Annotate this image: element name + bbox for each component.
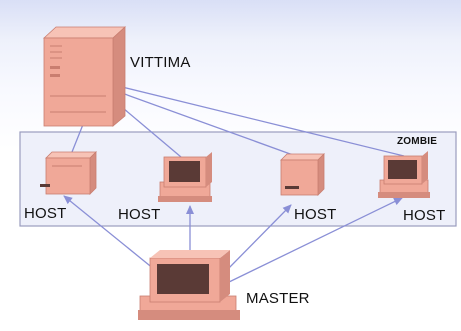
arrow-host-4-victim [109,82,405,157]
host-label-1: HOST [24,205,67,222]
master-computer-icon [138,250,240,320]
arrow-host-3-victim [107,86,294,156]
host-label-3: HOST [294,206,337,223]
host-computer-icon-4 [378,151,430,198]
host-computer-icon-1 [40,151,97,195]
master-label: MASTER [246,290,310,307]
master-to-host-arrows [63,195,403,284]
arrow-master-host-4 [226,197,403,284]
arrow-master-host-1 [63,195,166,279]
host-computer-icon-2 [158,152,212,202]
arrow-master-host-3 [224,204,292,273]
host-label-4: HOST [403,207,446,224]
victim-label: VITTIMA [130,54,191,71]
host-label-2: HOST [118,206,161,223]
zombie-group-label: ZOMBIE [397,136,438,147]
host-computer-icon-3 [280,153,325,196]
server-tower-icon [42,26,127,127]
